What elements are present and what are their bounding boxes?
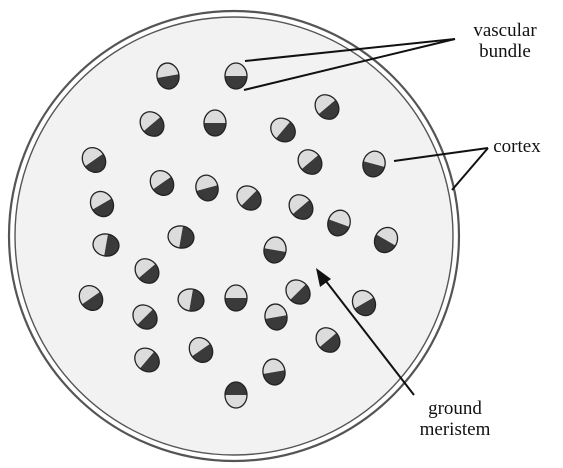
vascular-bundle-label-line-2: bundle bbox=[479, 41, 531, 62]
vascular-bundle bbox=[225, 382, 247, 408]
vascular-bundle-label: vascular bundle bbox=[455, 20, 555, 62]
cortex-label: cortex bbox=[487, 136, 547, 157]
ground-meristem-label-line-1: ground bbox=[428, 398, 482, 419]
vascular-bundle bbox=[225, 285, 247, 311]
vascular-bundle bbox=[225, 63, 247, 89]
ground-meristem-label-line-2: meristem bbox=[420, 419, 491, 440]
vascular-bundle-label-line-1: vascular bbox=[473, 20, 536, 41]
vascular-bundle bbox=[204, 110, 226, 136]
cortex-pointer-2 bbox=[452, 148, 488, 190]
ground-meristem-label: ground meristem bbox=[402, 398, 508, 440]
